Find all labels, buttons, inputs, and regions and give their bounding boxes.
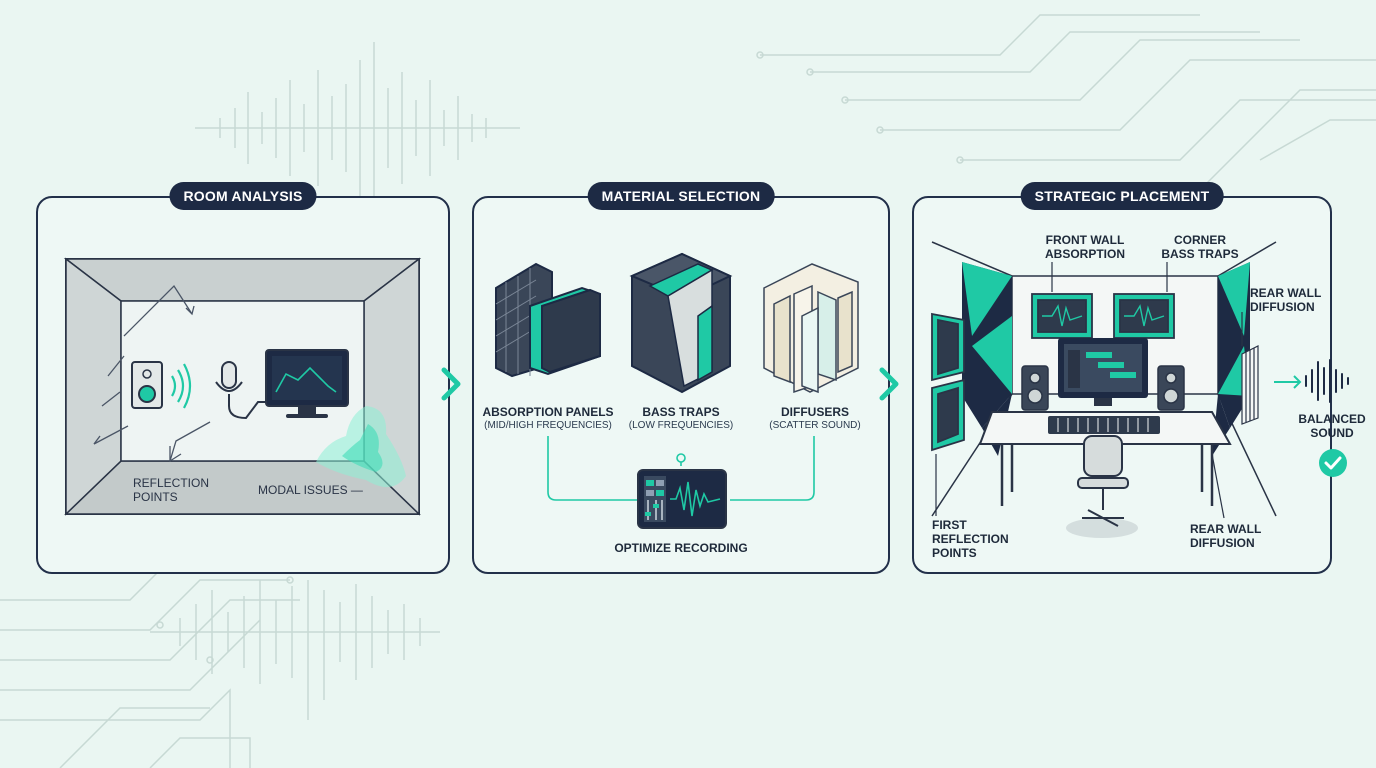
optimize-recording-label: OPTIMIZE RECORDING (614, 541, 748, 555)
recording-device-icon (637, 469, 727, 529)
studio-diagram (931, 241, 1302, 538)
bass-traps-label: BASS TRAPS (642, 405, 720, 419)
diffusers-label: DIFFUSERS (780, 405, 850, 419)
rear-wall-diffusion-bottom-label: REAR WALL DIFFUSION (1190, 522, 1262, 550)
studio-monitor-icon (1058, 338, 1148, 406)
check-circle-icon (1319, 449, 1347, 477)
bass-trap-icon (629, 252, 733, 394)
first-reflection-points-label: FIRST REFLECTION POINTS (932, 518, 1009, 560)
front-wall-absorption-label: FRONT WALL ABSORPTION (1044, 233, 1126, 261)
room-analysis-badge: ROOM ANALYSIS (169, 182, 317, 210)
balanced-sound-label: BALANCED SOUND (1298, 412, 1366, 440)
chair-icon (1066, 435, 1138, 538)
chevron-right-icon (879, 367, 899, 401)
corner-bass-traps-label: CORNER BASS TRAPS (1161, 233, 1239, 261)
absorption-panel-icon (495, 262, 601, 378)
absorption-panels-note: (MID/HIGH FREQUENCIES) (484, 420, 612, 431)
chevron-right-icon (441, 367, 461, 401)
arrow-right-icon (1274, 375, 1302, 389)
diffuser-icon (763, 263, 859, 394)
strategic-placement-badge: STRATEGIC PLACEMENT (1020, 182, 1224, 210)
room-diagram (63, 257, 422, 516)
balanced-sound-wave-icon (1305, 359, 1349, 403)
modal-issue-blob (316, 406, 406, 488)
modal-issues-label: MODAL ISSUES — (258, 483, 363, 497)
studio-speaker-icon (1021, 365, 1185, 411)
monitor-icon (265, 349, 349, 418)
sound-wave-icon (171, 363, 192, 409)
absorption-panels-label: ABSORPTION PANELS (482, 405, 614, 419)
rear-diffuser-icon (1241, 345, 1259, 425)
rear-wall-diffusion-top-label: REAR WALL DIFFUSION (1250, 286, 1322, 314)
reflection-points-label: REFLECTION POINTS (133, 476, 210, 504)
modal-issues-text: MODAL ISSUES (258, 483, 348, 497)
microphone-icon (215, 361, 266, 420)
material-selection-badge: MATERIAL SELECTION (587, 182, 775, 210)
materials-diagram (495, 252, 859, 529)
diffusers-note: (SCATTER SOUND) (769, 420, 861, 431)
bass-traps-note: (LOW FREQUENCIES) (628, 420, 734, 431)
